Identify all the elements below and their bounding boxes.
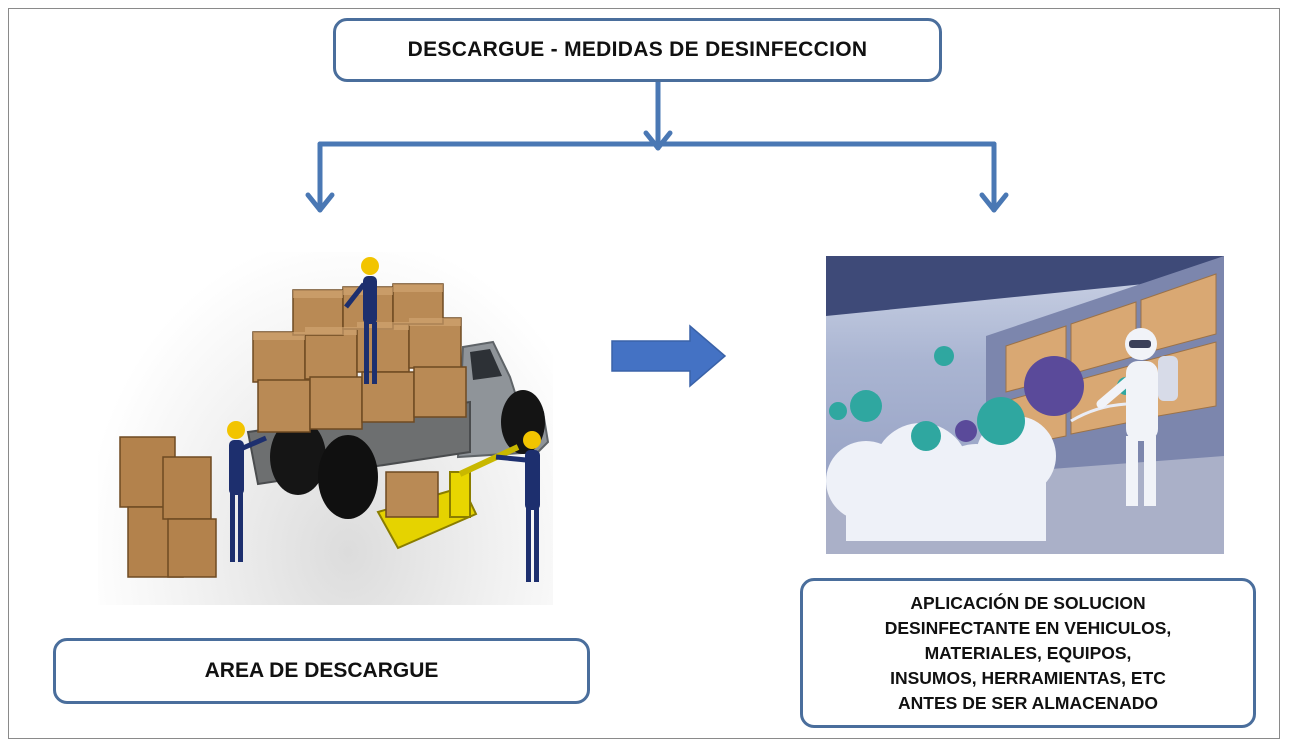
desinfeccion-box: APLICACIÓN DE SOLUCION DESINFECTANTE EN … (800, 578, 1256, 728)
title-text: DESCARGUE - MEDIDAS DE DESINFECCION (407, 38, 868, 61)
area-descargue-label: AREA DE DESCARGUE (204, 659, 439, 682)
block-arrow-right (611, 324, 727, 388)
desinfeccion-line-2: DESINFECTANTE EN VEHICULOS, (884, 617, 1172, 638)
desinfeccion-line-4: INSUMOS, HERRAMIENTAS, ETC (890, 667, 1166, 688)
desinfeccion-line-5: ANTES DE SER ALMACENADO (898, 692, 1158, 713)
connector-left-arrowhead (305, 192, 335, 213)
title-box: DESCARGUE - MEDIDAS DE DESINFECCION (333, 18, 942, 82)
area-descargue-box: AREA DE DESCARGUE (53, 638, 590, 704)
disinfection-image (826, 256, 1224, 554)
truck-unloading-image (98, 252, 553, 605)
connector-right-arrowhead (979, 192, 1009, 213)
disinfection-worker (1096, 328, 1178, 506)
diagram-frame (8, 8, 1280, 739)
unloading-truck-illustration (119, 257, 550, 582)
worker-figures (227, 257, 541, 582)
warehouse-disinfection-illustration (826, 256, 1224, 554)
connector-title-arrowhead (643, 130, 673, 151)
desinfeccion-line-1: APLICACIÓN DE SOLUCION (910, 592, 1146, 613)
desinfeccion-line-3: MATERIALES, EQUIPOS, (924, 642, 1132, 663)
virus-particles (829, 346, 1135, 451)
